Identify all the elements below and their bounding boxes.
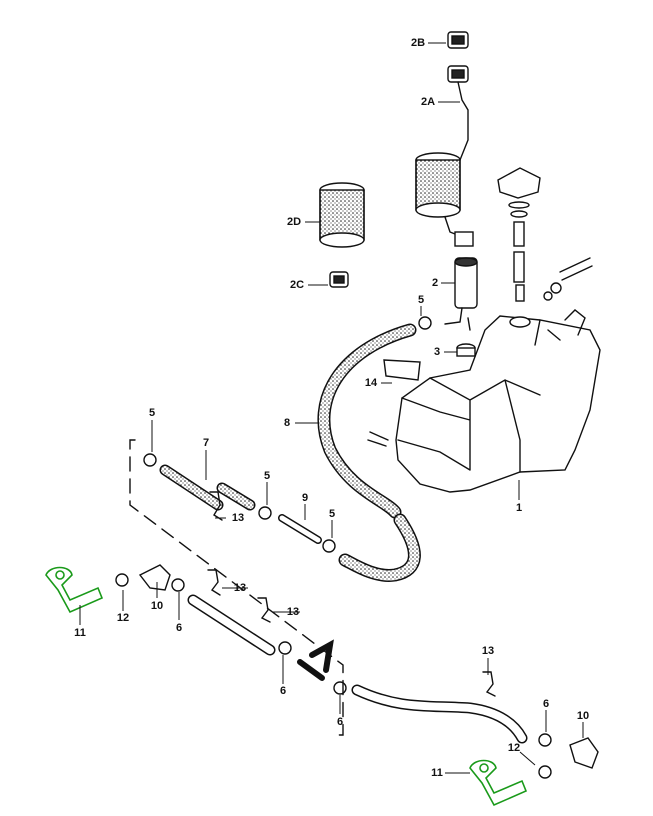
- callout-9: 9: [301, 492, 309, 504]
- washer-jet-right: [469, 759, 528, 807]
- clamp: [322, 539, 336, 553]
- strap: [383, 359, 421, 381]
- callout-5: 5: [417, 294, 425, 306]
- callout-5: 5: [148, 407, 156, 419]
- callout-6: 6: [336, 716, 344, 728]
- hose-8: [317, 323, 417, 519]
- clamp: [538, 733, 552, 747]
- callout-13: 13: [233, 582, 247, 594]
- callout-13: 13: [231, 512, 245, 524]
- washer-jet-left: [45, 566, 104, 614]
- callout-2: 2: [431, 277, 439, 289]
- callout-3: 3: [433, 346, 441, 358]
- callout-8: 8: [283, 417, 291, 429]
- callout-11: 11: [431, 767, 443, 779]
- callout-2a: 2A: [420, 96, 436, 108]
- callout-12: 12: [116, 612, 130, 624]
- nozzle-elbow-left: [138, 564, 171, 591]
- reservoir-tank: [395, 315, 601, 493]
- callout-10: 10: [576, 710, 590, 722]
- callout-2b: 2B: [410, 37, 426, 49]
- nozzle-elbow-right: [569, 737, 599, 769]
- clamp: [418, 316, 432, 330]
- callout-7: 7: [202, 437, 210, 449]
- callout-6: 6: [175, 622, 183, 634]
- clamp: [333, 681, 347, 695]
- callout-2c: 2C: [289, 279, 305, 291]
- callout-6: 6: [542, 698, 550, 710]
- callout-10: 10: [150, 600, 164, 612]
- clamp: [143, 453, 157, 467]
- filter-2d: [319, 182, 365, 248]
- callout-5: 5: [263, 470, 271, 482]
- callout-14: 14: [364, 377, 378, 389]
- callout-11: 11: [74, 627, 86, 639]
- callout-13: 13: [286, 606, 300, 618]
- callout-1: 1: [515, 502, 523, 514]
- filler-cap: [497, 167, 541, 199]
- callout-13: 13: [481, 645, 495, 657]
- callout-12: 12: [507, 742, 521, 754]
- clamp: [278, 641, 292, 655]
- washer-pump: [444, 257, 478, 331]
- callout-5: 5: [328, 508, 336, 520]
- callout-2d: 2D: [286, 216, 302, 228]
- callout-6: 6: [279, 685, 287, 697]
- pump-filter: [415, 152, 474, 247]
- clamp: [258, 506, 272, 520]
- clamp: [171, 578, 185, 592]
